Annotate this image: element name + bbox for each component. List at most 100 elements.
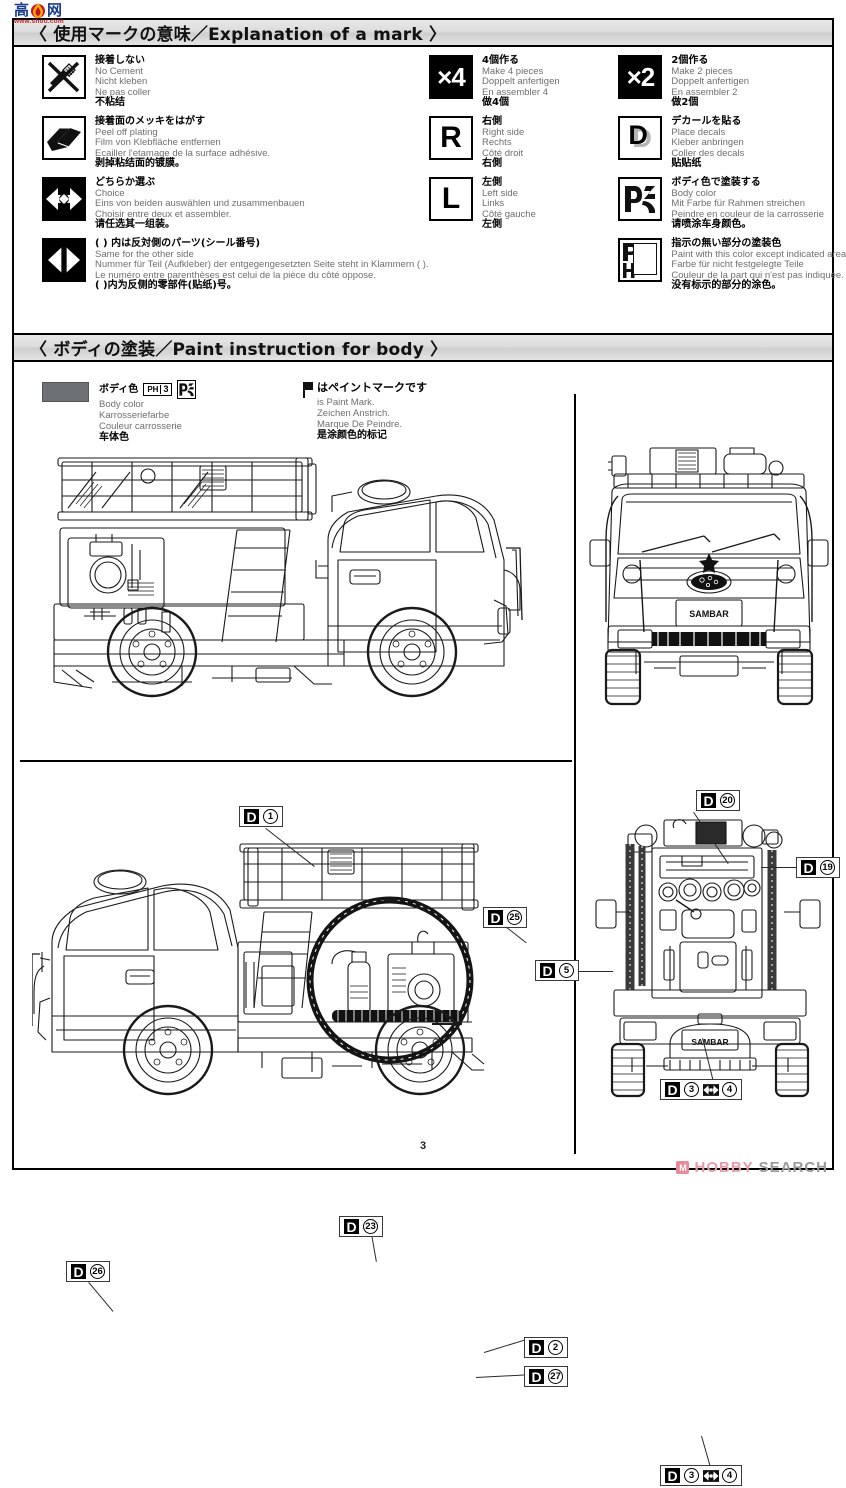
callout-d23[interactable]: D 23 — [339, 1216, 383, 1237]
paint-code-number: 3 — [160, 385, 168, 394]
paint-code-chip: PH 3 — [143, 383, 173, 396]
mark-label-de: Doppelt anfertigen — [482, 76, 560, 88]
left-side-icon: L — [429, 176, 473, 221]
mark-label-de: Nummer für Teil (Aufkleber) der entgegen… — [95, 259, 429, 271]
callout-d3-choice-4-rear[interactable]: D 3 4 — [660, 1465, 742, 1486]
decal-badge: D — [665, 1082, 680, 1097]
mark-text-block: どちらか選ぶ Choice Eins von beiden auswählen … — [95, 177, 419, 231]
decal-badge: D — [71, 1264, 86, 1279]
mark-text-block: 左側 Left side Links Côté gauche 左側 — [482, 177, 612, 231]
mark-label-en: Place decals — [671, 126, 726, 138]
part-number: 23 — [363, 1219, 378, 1234]
site-logo-watermark: 高 网 www.shou.com — [14, 1, 64, 26]
mark-text-block: ( ) 内は反対側のパーツ(シール番号) Same for the other … — [95, 238, 429, 292]
mark-row: どちらか選ぶ Choice Eins von beiden auswählen … — [24, 176, 419, 231]
callout-leader — [476, 1374, 524, 1378]
mark-label-en: No Cement — [95, 65, 144, 77]
watermark-brand-a: HOBBY — [694, 1159, 754, 1176]
vehicle-right-side-view — [32, 802, 572, 1122]
mark-text-block: 指示の無い部分の塗装色 Paint with this color except… — [671, 238, 846, 292]
callout-leader — [484, 1339, 525, 1353]
section-header-paint: 〈 ボディの塗装／Paint instruction for body 〉 — [14, 335, 832, 362]
section-title-marks: 〈 使用マークの意味／Explanation of a mark 〉 — [30, 25, 447, 45]
part-number-alt: 4 — [722, 1082, 737, 1097]
mark-row: ボディ色で塗装する Body color Mit Farbe für Rahme… — [612, 176, 826, 231]
part-number: 27 — [548, 1369, 563, 1384]
mark-text-block: 接着しない No Cement Nicht kleben Ne pas coll… — [95, 55, 419, 109]
callout-d20[interactable]: D 20 — [696, 790, 740, 811]
marks-subcolumn-far-right: ×2 2個作る Make 2 pieces Doppelt anfertigen… — [612, 55, 846, 323]
peel-off-plating-icon — [42, 115, 86, 160]
mark-label-fr: Couleur de la part qui n'est pas indiqué… — [671, 269, 844, 281]
mark-label-fr: Le numéro entre parenthèses est celui de… — [95, 269, 376, 281]
mark-row: 接着しない No Cement Nicht kleben Ne pas coll… — [24, 55, 419, 109]
quadrant-divider-horizontal — [20, 760, 572, 762]
callout-leader — [371, 1234, 377, 1262]
choice-icon — [42, 176, 86, 221]
body-color-label-de: Karrosseriefarbe — [99, 410, 170, 421]
decal-badge: D — [540, 963, 555, 978]
body-color-legend-text: ボディ色 PH 3 Body color Karrosseriefarb — [99, 380, 197, 443]
mark-label-de: Film von Klebfläche entfernen — [95, 137, 221, 149]
right-side-icon: R — [429, 115, 473, 160]
mark-row: ×2 2個作る Make 2 pieces Doppelt anfertigen… — [612, 55, 826, 109]
decal-badge: D — [529, 1369, 544, 1384]
mark-row: 指示の無い部分の塗装色 Paint with this color except… — [612, 237, 846, 292]
callout-d27[interactable]: D 27 — [524, 1366, 568, 1387]
part-number: 19 — [820, 860, 835, 875]
decal-badge: D — [488, 910, 503, 925]
mark-label-cn: 请任选其一组装。 — [95, 219, 175, 231]
body-color-swatch — [42, 382, 89, 402]
callout-d26[interactable]: D 26 — [66, 1261, 110, 1282]
mark-text-block: 接着面のメッキをはがす Peel off plating Film von Kl… — [95, 116, 419, 170]
hobby-search-logo-icon: M — [676, 1161, 690, 1174]
mark-label-en: Peel off plating — [95, 126, 158, 138]
mark-label-fr: Côté gauche — [482, 208, 536, 220]
mark-label-cn: 左側 — [482, 219, 502, 231]
callout-d5[interactable]: D 5 — [535, 960, 579, 981]
mark-label-cn: 右側 — [482, 158, 502, 170]
mark-label-de: Eins von beiden auswählen und zusammenba… — [95, 198, 305, 210]
place-decals-icon: D D — [618, 115, 663, 160]
paint-code-prefix: PH — [147, 384, 159, 394]
mark-label-jp: 接着面のメッキをはがす — [95, 115, 205, 127]
flame-icon — [30, 2, 46, 19]
callout-d19[interactable]: D 19 — [796, 857, 840, 878]
body-color-brush-icon — [177, 380, 197, 399]
vehicle-left-side-view — [32, 420, 552, 730]
choice-icon — [703, 1083, 719, 1096]
callout-leader — [761, 867, 799, 868]
site-logo-char-1: 高 — [14, 1, 30, 19]
callout-d3-choice-4-front[interactable]: D 3 4 — [660, 1079, 742, 1100]
callout-d2[interactable]: D 2 — [524, 1337, 568, 1358]
mark-label-de: Kleber anbringen — [671, 137, 744, 149]
mark-label-jp: 右側 — [482, 115, 502, 127]
mark-label-de: Mit Farbe für Rahmen streichen — [671, 198, 805, 210]
callout-d25[interactable]: D 25 — [483, 907, 527, 928]
callout-leader — [571, 971, 613, 972]
quadrant-divider-vertical — [574, 394, 576, 1154]
mark-row: L 左側 Left side Links Côté gauche 左側 — [423, 176, 612, 231]
paint-mark-flag-icon — [302, 382, 314, 398]
mark-label-fr: Coller des decals — [671, 147, 745, 159]
callout-d1[interactable]: D 1 — [239, 806, 283, 827]
mark-label-de: Doppelt anfertigen — [671, 76, 750, 88]
mark-label-cn: 做4個 — [482, 97, 509, 109]
decal-badge: D — [665, 1468, 680, 1483]
mark-label-cn: ( )内为反侧的零部件(贴纸)号。 — [95, 280, 237, 292]
mark-label-cn: 请喷涂车身颜色。 — [671, 219, 752, 231]
mark-label-jp: ボディ色で塗装する — [671, 176, 761, 188]
marks-column-right: ×4 4個作る Make 4 pieces Doppelt anfertigen… — [423, 55, 846, 323]
mark-label-jp: 2個作る — [671, 55, 709, 66]
no-cement-icon — [42, 55, 86, 99]
mark-label-en: Same for the other side — [95, 248, 194, 260]
decal-badge: D — [344, 1219, 359, 1234]
mark-label-jp: 接着しない — [95, 55, 145, 66]
mark-label-de: Rechts — [482, 137, 512, 149]
paint-mark-note-jp: はペイントマークです — [317, 381, 427, 394]
mark-label-de: Farbe für nicht festgelegte Teile — [671, 259, 804, 271]
part-number: 2 — [548, 1340, 563, 1355]
mark-label-en: Make 2 pieces — [671, 65, 733, 77]
callout-leader — [88, 1282, 114, 1312]
body-color-label-fr: Couleur carrosserie — [99, 421, 182, 432]
